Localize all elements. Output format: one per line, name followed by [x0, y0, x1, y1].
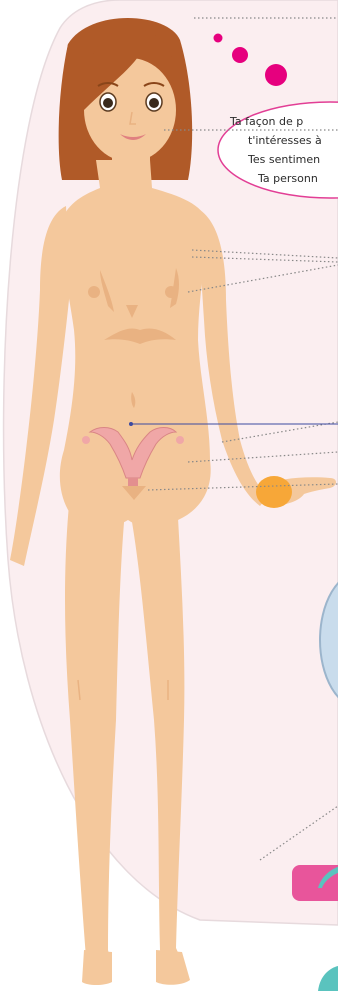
bubble-line-2: t'intéresses à [248, 131, 322, 150]
left-foot [82, 950, 112, 985]
iris-right [149, 98, 159, 108]
iris-left [103, 98, 113, 108]
bubble-line-3: Tes sentimen [248, 150, 320, 169]
nipple-left [88, 286, 100, 298]
teal-shape-bottom [318, 966, 338, 991]
bubble-line-4: Ta personn [258, 169, 318, 188]
right-foot [156, 950, 190, 985]
navel-marker [129, 422, 133, 426]
orange-hand-marker-icon [256, 476, 292, 508]
thought-dot-icon [232, 47, 248, 63]
thought-dot-icon [265, 64, 287, 86]
thought-dot-icon [214, 34, 223, 43]
nipple-right [165, 286, 177, 298]
bubble-line-1: Ta façon de p [230, 112, 303, 131]
